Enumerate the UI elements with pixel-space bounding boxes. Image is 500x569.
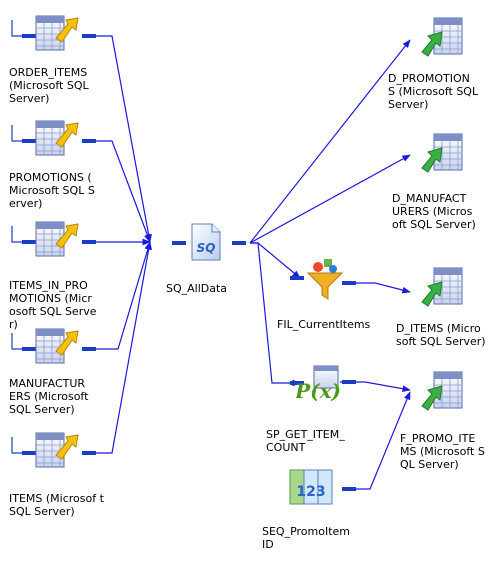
stored-procedure-icon[interactable]: P(x) (294, 364, 344, 406)
target-d-promotions-icon[interactable] (420, 14, 468, 62)
sequence-generator-icon[interactable]: 123 (288, 466, 342, 510)
port-markers (22, 34, 356, 491)
target-d-manufacturers-icon[interactable] (420, 130, 468, 178)
seq-icon-text: 123 (296, 484, 325, 500)
source-qualifier-label: SQ_AllData (166, 282, 228, 295)
target-f-promo-items-icon[interactable] (420, 368, 468, 416)
source-brackets (11, 20, 22, 454)
filter-funnel-icon[interactable] (306, 255, 344, 301)
filter-label: FIL_CurrentItems (277, 318, 371, 331)
source-order-items-icon[interactable] (34, 12, 82, 58)
source-promotions-icon[interactable] (34, 117, 82, 163)
source-manufacturers-icon[interactable] (34, 325, 82, 371)
source-items-in-promotions-icon[interactable] (34, 218, 82, 264)
stored-procedure-label: SP_GET_ITEM_COUNT (266, 428, 345, 454)
target-d-items-icon[interactable] (420, 264, 468, 312)
sq-icon-text: SQ (197, 241, 216, 255)
source-items-icon[interactable] (34, 429, 82, 475)
connection-links (95, 35, 411, 490)
source-qualifier-icon[interactable]: SQ (188, 222, 224, 264)
sp-icon-text: P(x) (296, 379, 341, 403)
